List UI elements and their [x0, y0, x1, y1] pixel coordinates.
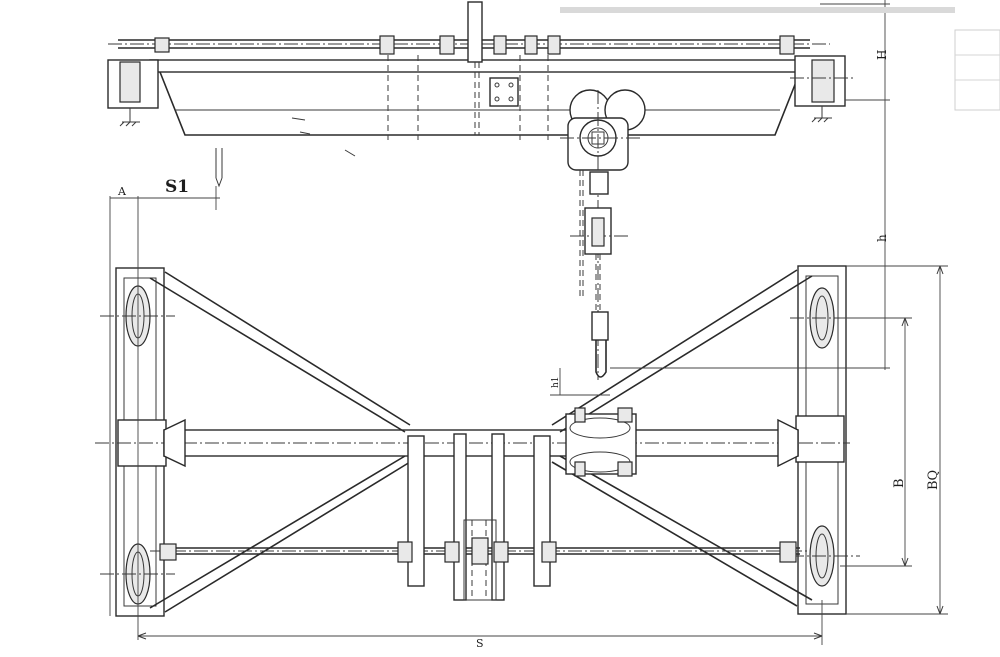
trolley-plan — [565, 407, 637, 477]
center-drive-frame — [407, 433, 551, 601]
label-h-upper: H — [875, 50, 889, 60]
label-h-lower: h — [875, 234, 889, 242]
dimension-lines — [109, 0, 948, 645]
shaft-couplings-bottom — [159, 537, 797, 565]
label-s: S — [476, 637, 484, 650]
dimension-labels: A S1 H h h1 B BQ S — [117, 50, 941, 650]
gearbox-plate — [489, 77, 519, 107]
hook — [595, 340, 607, 378]
label-b: B — [892, 478, 907, 488]
diagonal-bracing — [149, 269, 813, 613]
label-a: A — [117, 185, 127, 198]
label-s1: S1 — [165, 177, 189, 197]
label-bq: BQ — [926, 470, 941, 490]
girder-body — [159, 71, 801, 136]
left-end-truck — [107, 59, 159, 127]
end-hook-marker — [215, 148, 223, 188]
right-end-carriage — [790, 265, 860, 615]
right-end-truck — [790, 55, 855, 123]
bleed-through-marks — [560, 7, 1000, 111]
girder-stiffeners — [387, 55, 549, 140]
drive-shaft-post — [467, 1, 483, 63]
elevation-view — [107, 1, 855, 188]
label-h1: h1 — [551, 376, 561, 388]
chain-hoist — [560, 89, 646, 380]
left-end-carriage — [100, 267, 175, 617]
shaft-couplings-top — [154, 35, 795, 55]
plan-view — [95, 265, 860, 617]
